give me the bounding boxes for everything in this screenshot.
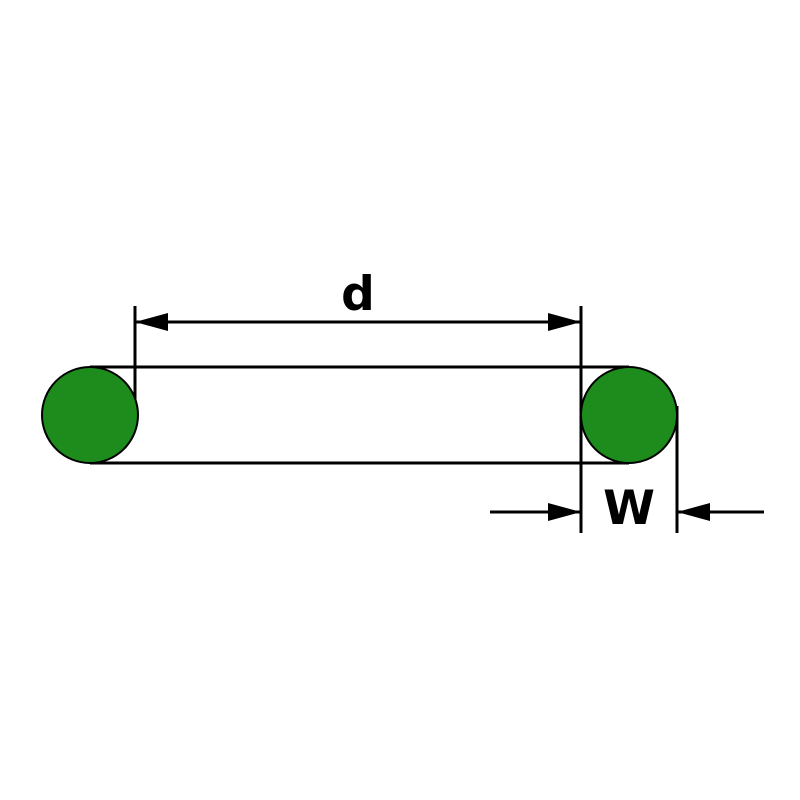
ink-strokes [41, 306, 764, 533]
w-dimension-label: W [603, 481, 655, 536]
d-dimension-label: d [341, 267, 375, 322]
w-arrowhead-right [677, 503, 710, 521]
d-arrowhead-right [548, 313, 581, 331]
oring-cross-section-right [580, 366, 678, 464]
ink-fills: d W [135, 267, 710, 536]
w-arrowhead-left [548, 503, 581, 521]
oring-cross-section-left [41, 366, 139, 464]
d-arrowhead-left [135, 313, 168, 331]
